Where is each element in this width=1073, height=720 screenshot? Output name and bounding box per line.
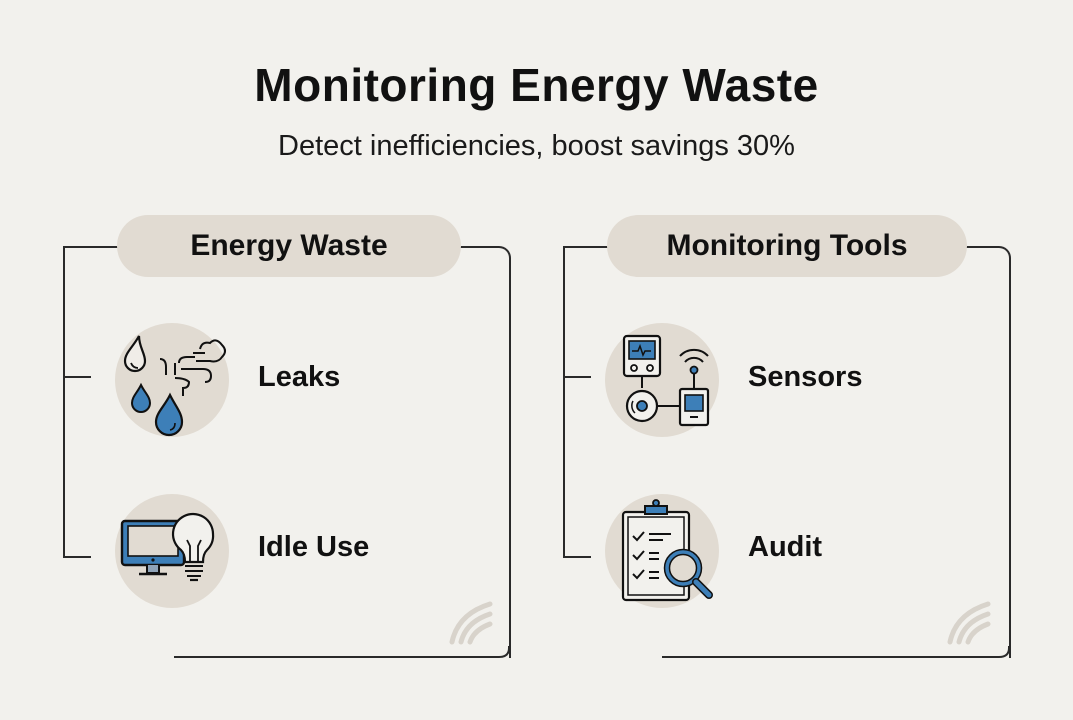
- frame-corner: [495, 646, 510, 658]
- bracket-line: [63, 246, 65, 557]
- page-title: Monitoring Energy Waste: [254, 59, 819, 111]
- sensors-icon-badge: [605, 323, 719, 437]
- panel-frame: [455, 246, 511, 658]
- bracket-line: [63, 376, 91, 378]
- leaks-icon-badge: [115, 323, 229, 437]
- clipboard-magnifier-icon: [621, 499, 713, 602]
- panel-title: Monitoring Tools: [666, 229, 908, 262]
- sensor-network-icon: [622, 334, 710, 427]
- bracket-line: [563, 246, 565, 557]
- frame-corner: [995, 646, 1010, 658]
- item-label-idle-use: Idle Use: [258, 531, 370, 563]
- item-label-sensors: Sensors: [748, 361, 863, 393]
- idle-use-icon-badge: [115, 494, 229, 608]
- item-label-leaks: Leaks: [258, 361, 341, 393]
- audit-icon-badge: [605, 494, 719, 608]
- bracket-line: [174, 656, 499, 658]
- water-leak-icon: [123, 335, 226, 437]
- signal-watermark-icon: [449, 601, 493, 645]
- panel-title: Energy Waste: [190, 229, 388, 262]
- bracket-line: [63, 556, 91, 558]
- bracket-line: [662, 656, 998, 658]
- bracket-line: [563, 376, 591, 378]
- panel-title-pill: Energy Waste: [117, 215, 461, 277]
- bracket-line: [63, 246, 118, 248]
- item-label-audit: Audit: [748, 531, 823, 563]
- signal-watermark-icon: [947, 601, 991, 645]
- bracket-line: [563, 556, 591, 558]
- monitor-bulb-icon: [120, 512, 215, 582]
- panel-title-pill: Monitoring Tools: [607, 215, 967, 277]
- bracket-line: [563, 246, 608, 248]
- panel-frame: [960, 246, 1011, 658]
- page-subtitle: Detect inefficiencies, boost savings 30%: [278, 130, 795, 162]
